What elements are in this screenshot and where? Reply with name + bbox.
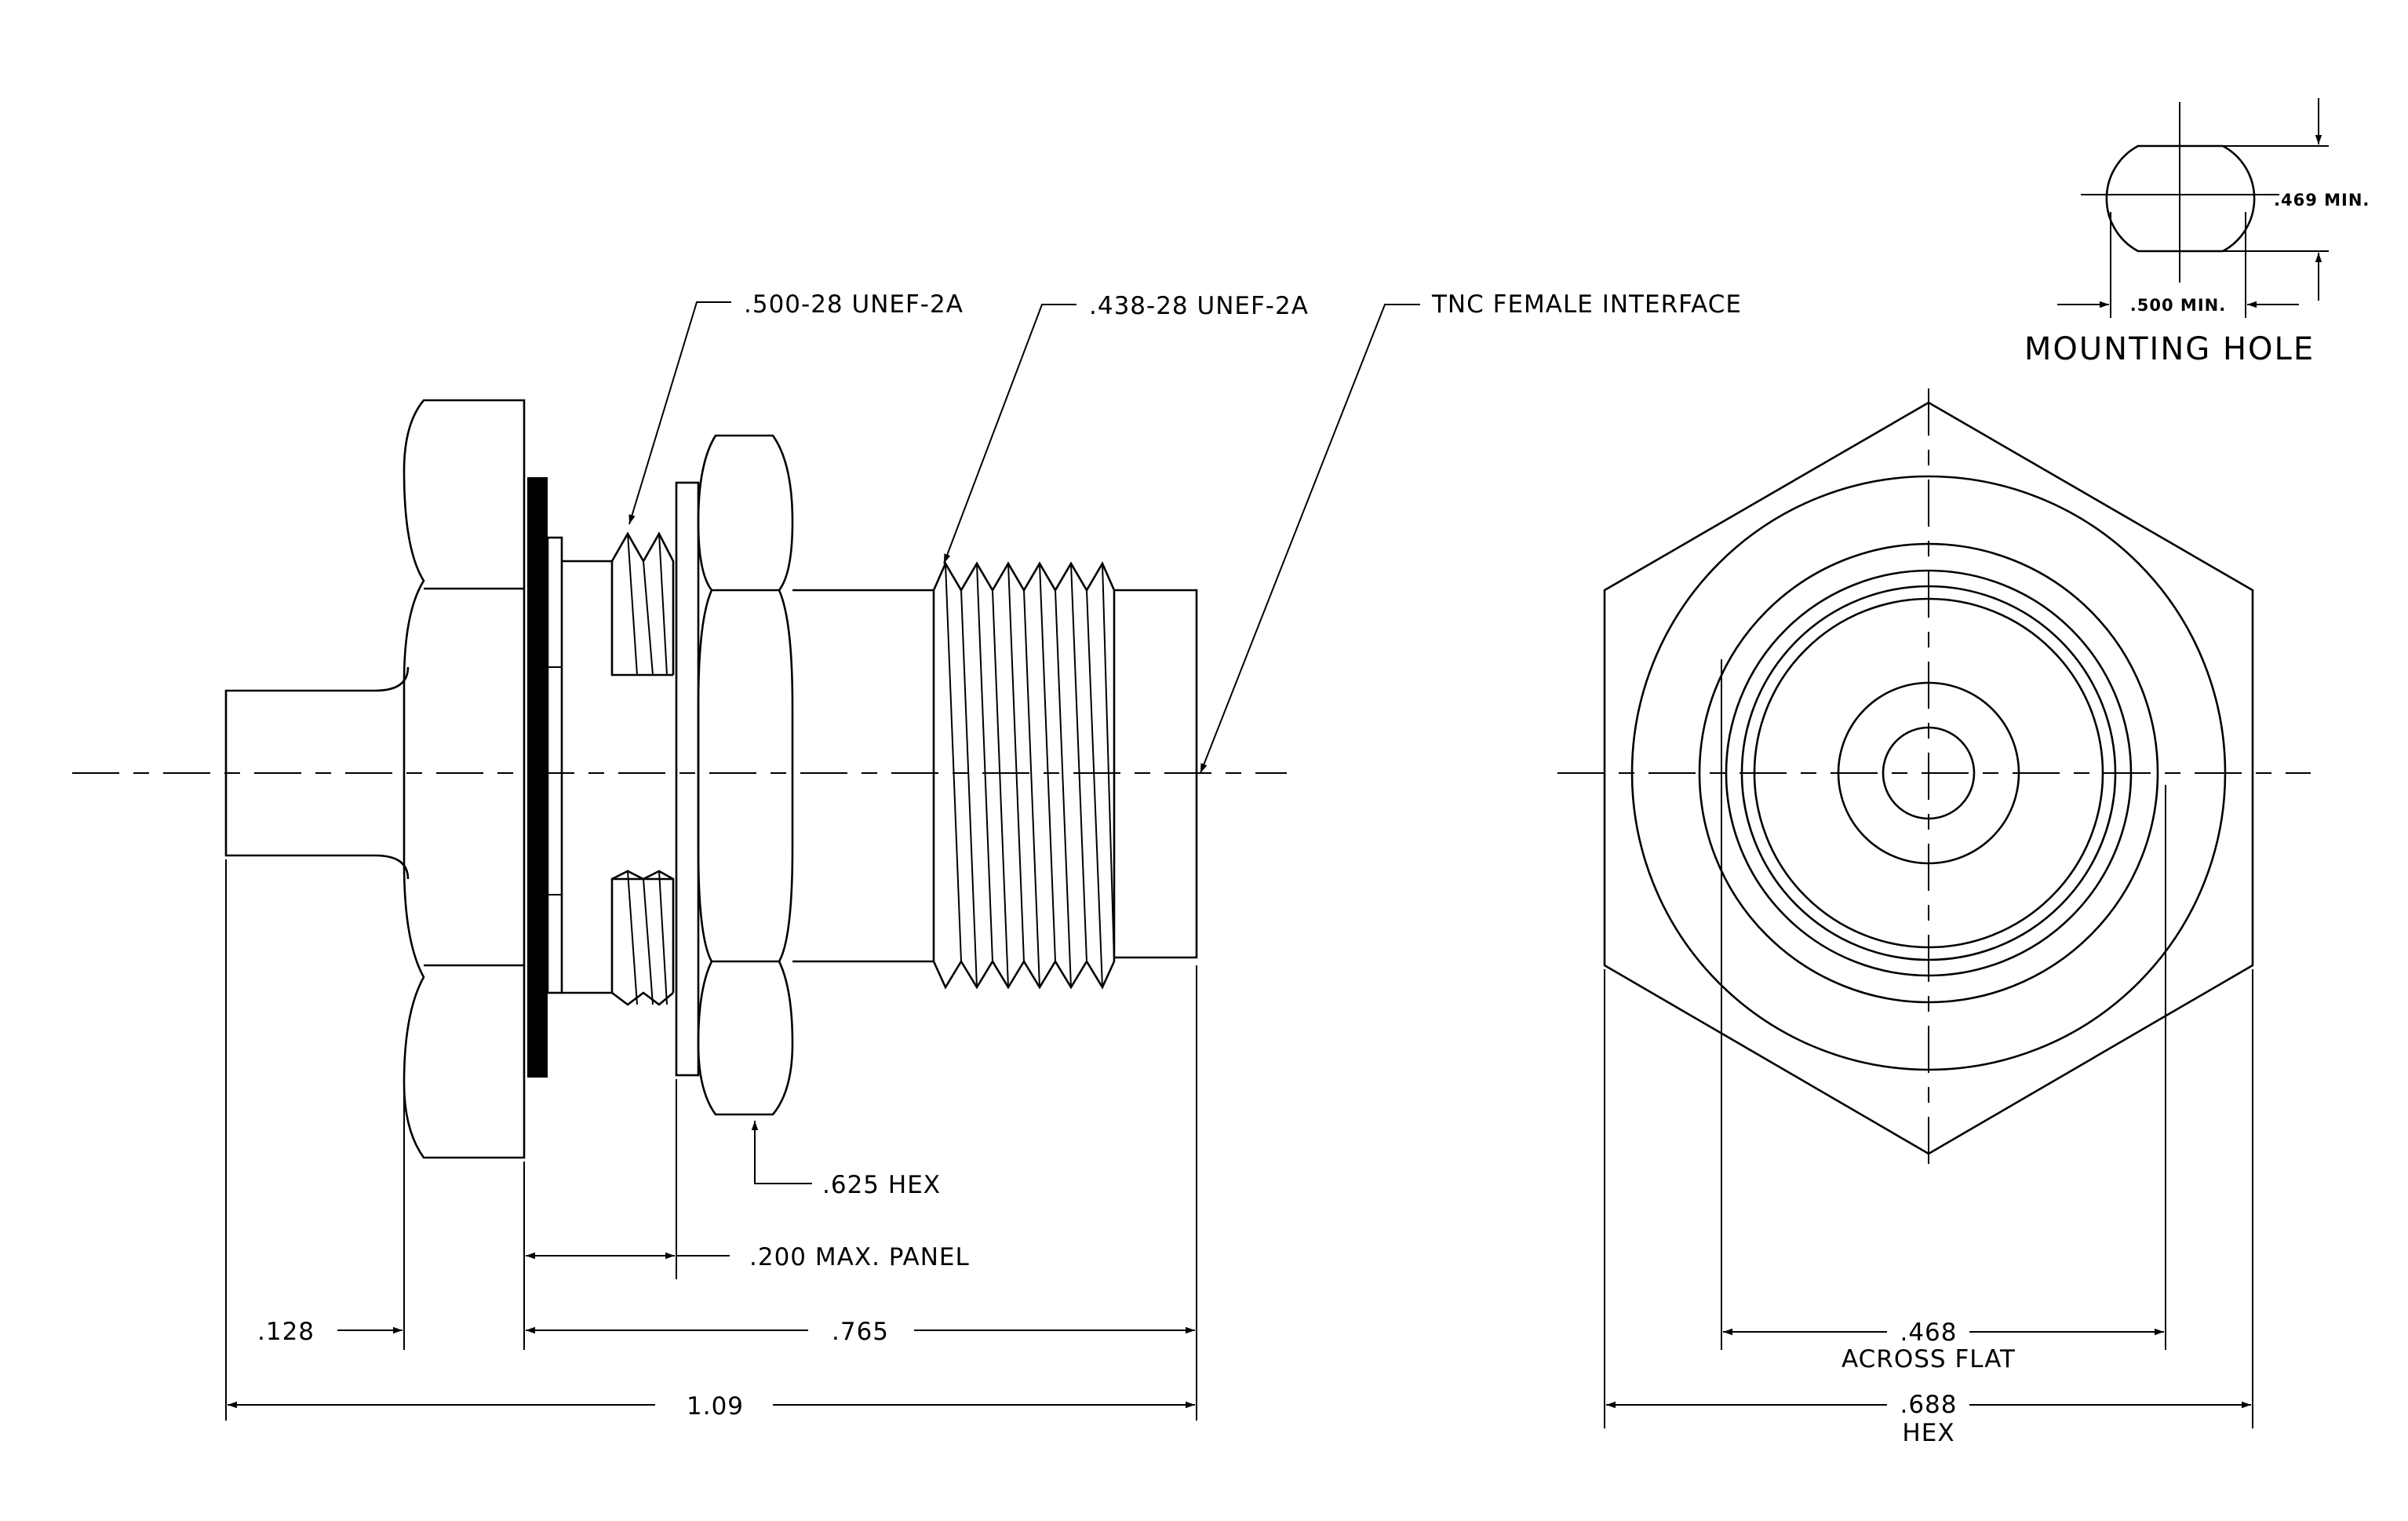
leader-interface [1200, 304, 1420, 774]
label-panel: .200 MAX. PANEL [749, 1243, 970, 1271]
label-mounting-hole: MOUNTING HOLE [2024, 331, 2315, 367]
outer-circle [1630, 475, 2227, 1071]
leader-thread-outer [628, 301, 731, 525]
label-thread-outer: .500-28 UNEF-2A [744, 290, 964, 319]
contact-circle [1882, 726, 1976, 820]
flat-circle [1698, 542, 2159, 1004]
interface-sleeve [1114, 589, 1198, 959]
nut-washer [675, 481, 700, 1077]
mounting-hole-detail: .469 MIN. .500 MIN. MOUNTING HOLE [2024, 98, 2370, 367]
ring-circle-1 [1725, 569, 2133, 977]
panel-gasket [527, 477, 548, 1078]
label-hex-text: HEX [1902, 1419, 1954, 1447]
label-flat-text: ACROSS FLAT [1842, 1345, 2016, 1373]
label-thread-inner: .438-28 UNEF-2A [1089, 292, 1309, 320]
thread-section-lower [611, 870, 675, 1006]
label-mh-469: .469 MIN. [2274, 191, 2370, 210]
barrel [792, 589, 934, 963]
front-hex-outline [1603, 401, 2254, 1155]
label-flat-value: .468 [1900, 1319, 1957, 1347]
ring-circle-2 [1740, 585, 2117, 961]
label-dim-109: 1.09 [687, 1392, 744, 1421]
dielectric-circle [1837, 681, 2020, 865]
coupling-thread [932, 561, 1116, 990]
label-mh-500: .500 MIN. [2130, 296, 2226, 315]
front-hex-nut [697, 434, 794, 1116]
label-hex-nut: .625 HEX [822, 1171, 941, 1199]
leader-hex-nut [751, 1121, 812, 1184]
side-view: .500-28 UNEF-2A .438-28 UNEF-2A TNC FEMA… [72, 290, 1742, 1421]
rear-stub [224, 666, 410, 880]
leader-thread-inner [943, 304, 1076, 564]
ring-circle-3 [1753, 597, 2104, 949]
rear-hex-body [403, 399, 526, 1159]
label-dim-128: .128 [257, 1318, 315, 1346]
label-interface: TNC FEMALE INTERFACE [1431, 290, 1742, 319]
thread-section-upper [610, 531, 675, 676]
lock-washer [546, 536, 563, 994]
shank [562, 560, 673, 994]
label-dim-765: .765 [832, 1318, 889, 1346]
front-view: .468 ACROSS FLAT .688 HEX [1557, 388, 2311, 1447]
label-hex-value: .688 [1900, 1391, 1957, 1419]
